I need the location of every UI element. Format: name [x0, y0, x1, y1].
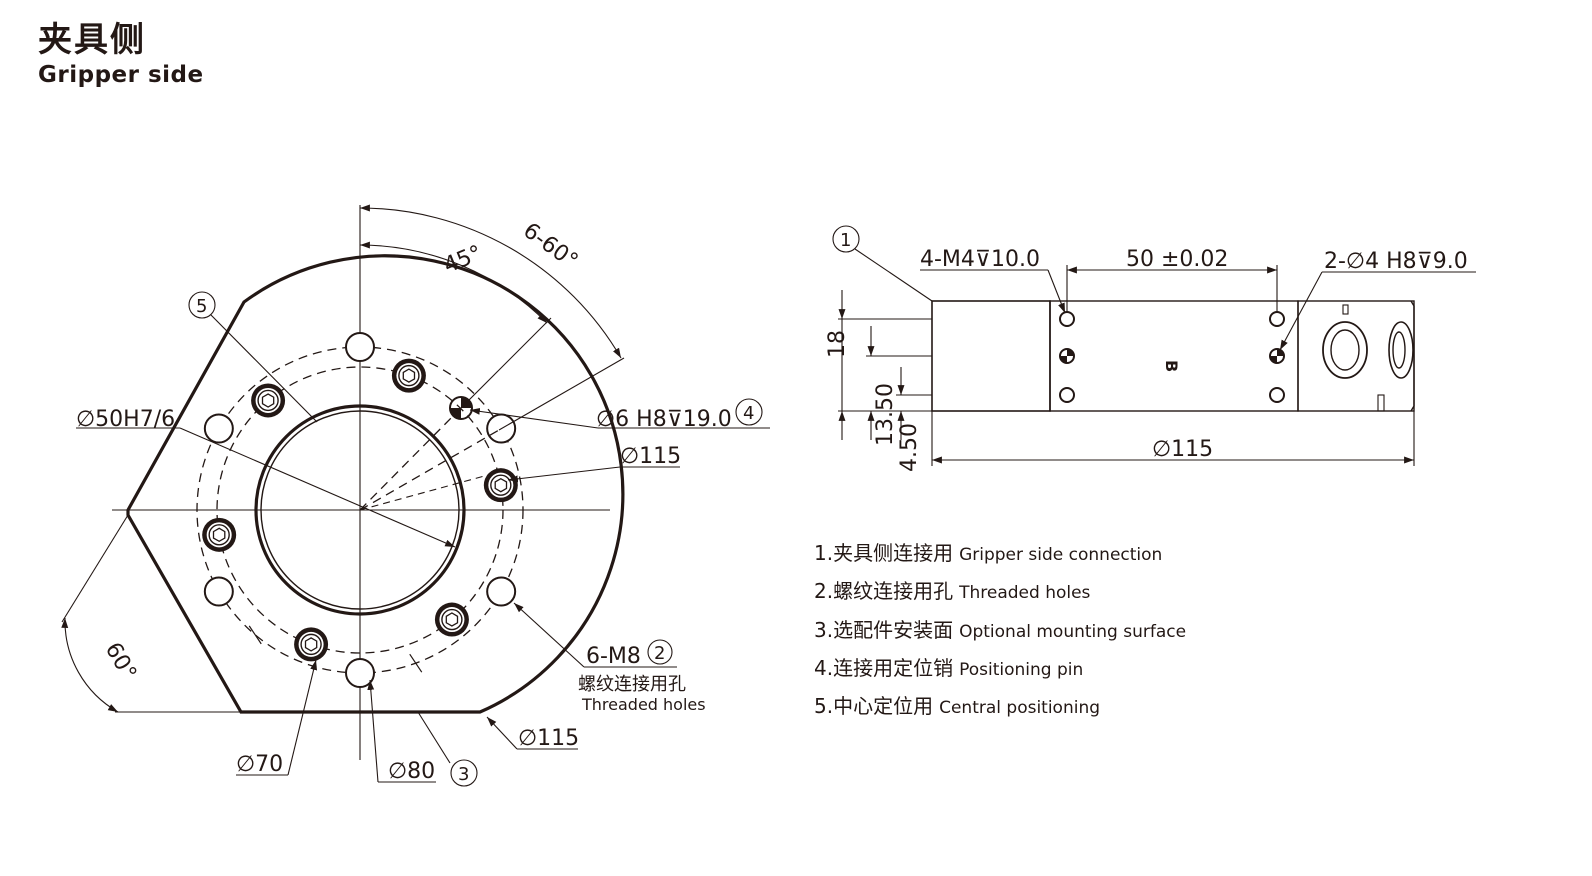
callout-2 — [647, 639, 673, 665]
thread-dimension: 6-M8 — [586, 644, 641, 669]
legend-item-en: Optional mounting surface — [959, 621, 1187, 642]
legend-item-cn: 3.选配件安装面 — [814, 617, 954, 642]
page-subtitle: Gripper side — [38, 62, 204, 88]
d115-side-dimension: ∅115 — [1152, 437, 1213, 462]
plain-hole — [345, 332, 375, 362]
front-view: 45° 6-60° 60° ∅50H7/6 5 ∅6 H8⊽19.0 4 ∅11… — [61, 204, 770, 787]
side-body-right — [1297, 300, 1415, 412]
d80-dimension: ∅80 — [388, 759, 435, 784]
legend-item-cn: 4.连接用定位销 — [814, 655, 954, 680]
legend-item-en: Threaded holes — [959, 583, 1091, 604]
d70-dimension: ∅70 — [236, 752, 283, 777]
svg-text:5: 5 — [196, 296, 207, 317]
spacing-dimension: 50 ±0.02 — [1126, 247, 1228, 272]
bolt-head — [483, 468, 518, 503]
legend-item-en: Gripper side connection — [959, 545, 1163, 565]
h1350-dimension: 13.50 — [873, 383, 898, 446]
svg-text:4: 4 — [743, 403, 754, 424]
page-title: 夹具侧 — [38, 20, 146, 60]
bolt-head — [202, 517, 237, 552]
angle-60-label: 60° — [100, 638, 141, 684]
side-view: B 1 4-M4⊽10.0 50 ±0.02 2-∅4 H8⊽9.0 18 — [825, 225, 1476, 472]
side-body-left — [931, 300, 1051, 412]
d115-top-dimension: ∅115 — [620, 444, 681, 469]
bolt-head — [391, 358, 426, 393]
callout-3 — [450, 759, 478, 787]
callout-4 — [735, 398, 763, 426]
legend-item-cn: 2.螺纹连接用孔 — [814, 579, 954, 604]
thread-label-en: Threaded holes — [581, 695, 706, 714]
legend-item-en: Central positioning — [939, 698, 1101, 719]
b-mark: B — [1162, 360, 1181, 372]
bolt-head — [434, 602, 469, 637]
legend-item-en: Positioning pin — [959, 659, 1084, 680]
plain-hole — [486, 576, 517, 607]
plain-hole — [203, 576, 234, 607]
angle-6x60-label: 6-60° — [518, 218, 582, 274]
pin-side-dimension: 2-∅4 H8⊽9.0 — [1324, 249, 1468, 274]
bolt-head — [294, 627, 329, 662]
bolt-head — [251, 383, 286, 418]
threaded-holes — [202, 358, 518, 662]
h18-dimension: 18 — [825, 330, 850, 358]
callout-5 — [188, 291, 216, 319]
pin-dimension: ∅6 H8⊽19.0 — [596, 407, 732, 432]
legend-item-cn: 5.中心定位用 — [814, 694, 934, 719]
flange-outline — [126, 254, 625, 714]
callout-1 — [832, 225, 860, 253]
m4-dimension: 4-M4⊽10.0 — [920, 247, 1040, 272]
plain-hole — [345, 658, 375, 688]
svg-text:3: 3 — [458, 764, 469, 785]
legend-item-cn: 1.夹具侧连接用 — [814, 541, 954, 565]
plain-hole — [203, 413, 234, 444]
side-body-main — [1049, 300, 1299, 412]
thread-label-cn: 螺纹连接用孔 — [578, 674, 686, 695]
h450-dimension: 4.50 — [897, 423, 922, 472]
bore-dimension: ∅50H7/6 — [76, 407, 175, 432]
svg-text:1: 1 — [840, 230, 851, 251]
svg-text:2: 2 — [654, 643, 665, 664]
d115-bottom-dimension: ∅115 — [518, 726, 579, 751]
